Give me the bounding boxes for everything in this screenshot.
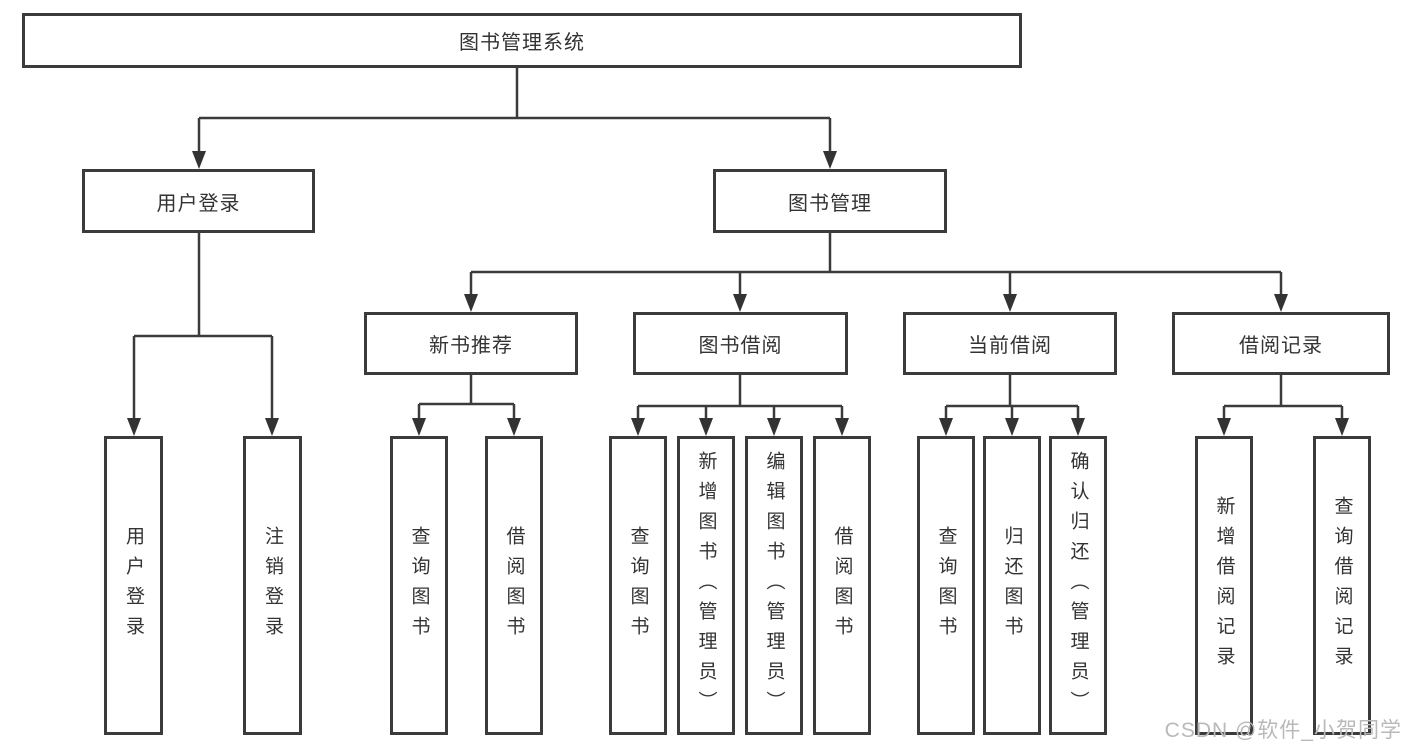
node-label: 借阅图书 — [831, 525, 853, 646]
node-label: 新书推荐 — [429, 335, 513, 357]
node-root-system: 图书管理系统 — [22, 13, 1022, 68]
arrowhead-icons — [127, 151, 1349, 436]
node-label: 借阅记录 — [1239, 335, 1323, 357]
node-current-borrow: 当前借阅 — [903, 312, 1117, 375]
node-label: 注销登录 — [262, 525, 283, 646]
node-new-book-recommend: 新书推荐 — [364, 312, 578, 375]
node-label: 查询图书 — [935, 525, 957, 646]
node-label: 用户登录 — [123, 525, 144, 646]
leaf-confirm-return-admin: 确认归还（管理员） — [1049, 436, 1107, 735]
node-label: 确认归还（管理员） — [1067, 450, 1089, 721]
node-label: 图书借阅 — [698, 335, 783, 357]
leaf-query-borrow-record: 查询借阅记录 — [1313, 436, 1371, 735]
leaf-query-books-3: 查询图书 — [917, 436, 975, 735]
leaf-borrow-books-2: 借阅图书 — [813, 436, 871, 735]
node-label: 查询图书 — [627, 525, 649, 646]
leaf-return-books: 归还图书 — [983, 436, 1041, 735]
node-borrow-records: 借阅记录 — [1172, 312, 1390, 375]
node-label: 新增图书（管理员） — [695, 450, 717, 721]
node-label: 借阅图书 — [503, 525, 525, 646]
leaf-borrow-books-1: 借阅图书 — [485, 436, 543, 735]
node-label: 归还图书 — [1001, 525, 1023, 646]
node-label: 图书管理系统 — [459, 32, 585, 54]
leaf-add-books-admin: 新增图书（管理员） — [677, 436, 735, 735]
leaf-add-borrow-record: 新增借阅记录 — [1195, 436, 1253, 735]
node-label: 当前借阅 — [968, 335, 1052, 357]
node-label: 新增借阅记录 — [1213, 495, 1235, 676]
node-book-borrow: 图书借阅 — [633, 312, 848, 375]
node-label: 用户登录 — [156, 192, 241, 215]
node-label: 图书管理 — [788, 192, 872, 215]
csdn-watermark: CSDN @软件_小贺同学 — [1164, 719, 1402, 742]
node-label: 编辑图书（管理员） — [763, 450, 785, 721]
leaf-user-login: 用户登录 — [104, 436, 163, 735]
leaf-query-books-1: 查询图书 — [390, 436, 448, 735]
leaf-logout: 注销登录 — [243, 436, 302, 735]
node-label: 查询借阅记录 — [1331, 495, 1353, 676]
node-book-management-module: 图书管理 — [713, 169, 947, 233]
node-user-login-module: 用户登录 — [82, 169, 315, 233]
leaf-query-books-2: 查询图书 — [609, 436, 667, 735]
leaf-edit-books-admin: 编辑图书（管理员） — [745, 436, 803, 735]
node-label: 查询图书 — [408, 525, 430, 646]
